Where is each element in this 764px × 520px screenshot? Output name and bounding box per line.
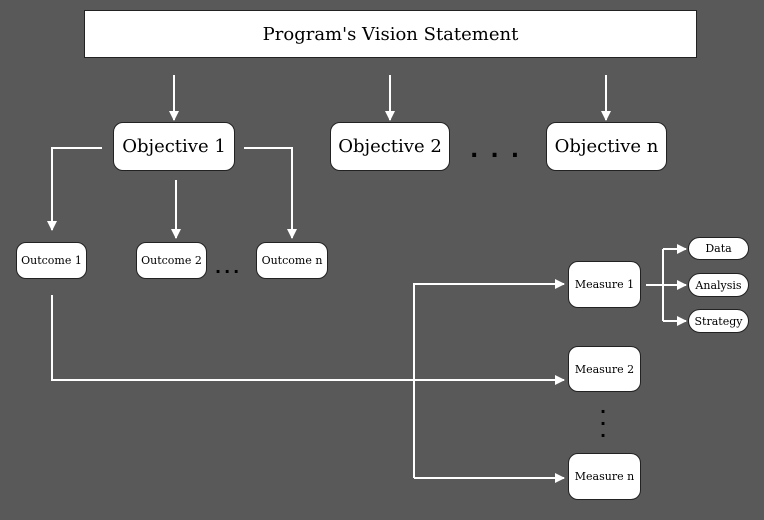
arrow-bracket-measure-1 (413, 279, 565, 478)
objective-1-box: Objective 1 (113, 122, 235, 171)
objective-2-label: Objective 2 (338, 136, 442, 157)
measure-2-label: Measure 2 (574, 362, 635, 376)
strategy-pill: Strategy (688, 309, 749, 333)
arrow-objective-outcome-n (244, 147, 297, 239)
outcome-ellipsis: ... (215, 258, 243, 277)
measure-1-label: Measure 1 (574, 278, 635, 291)
objective-ellipsis: ... (470, 138, 532, 163)
data-label: Data (705, 242, 732, 255)
objective-1-label: Objective 1 (122, 136, 226, 157)
measure-n-box: Measure n (568, 453, 641, 500)
arrow-outcome-measure-2 (51, 295, 565, 385)
outcome-1-label: Outcome 1 (21, 254, 82, 267)
measure-1-box: Measure 1 (568, 261, 641, 308)
analysis-pill: Analysis (688, 273, 749, 297)
outcome-n-label: Outcome n (261, 254, 323, 267)
objective-2-box: Objective 2 (330, 122, 450, 171)
vision-statement-label: Program's Vision Statement (262, 23, 519, 45)
outcome-1-box: Outcome 1 (16, 242, 87, 279)
strategy-label: Strategy (694, 314, 743, 328)
outcome-2-box: Outcome 2 (136, 242, 207, 279)
measure-n-label: Measure n (574, 470, 635, 483)
objective-n-box: Objective n (546, 122, 667, 171)
analysis-label: Analysis (695, 278, 742, 292)
outcome-n-box: Outcome n (256, 242, 328, 279)
arrow-objective-outcome-1 (47, 147, 102, 231)
measure-2-box: Measure 2 (568, 346, 641, 392)
outcome-2-label: Outcome 2 (141, 254, 202, 267)
data-pill: Data (688, 237, 749, 260)
vision-statement-box: Program's Vision Statement (84, 10, 697, 58)
measure-ellipsis: ... (599, 398, 607, 441)
objective-n-label: Objective n (554, 136, 659, 157)
